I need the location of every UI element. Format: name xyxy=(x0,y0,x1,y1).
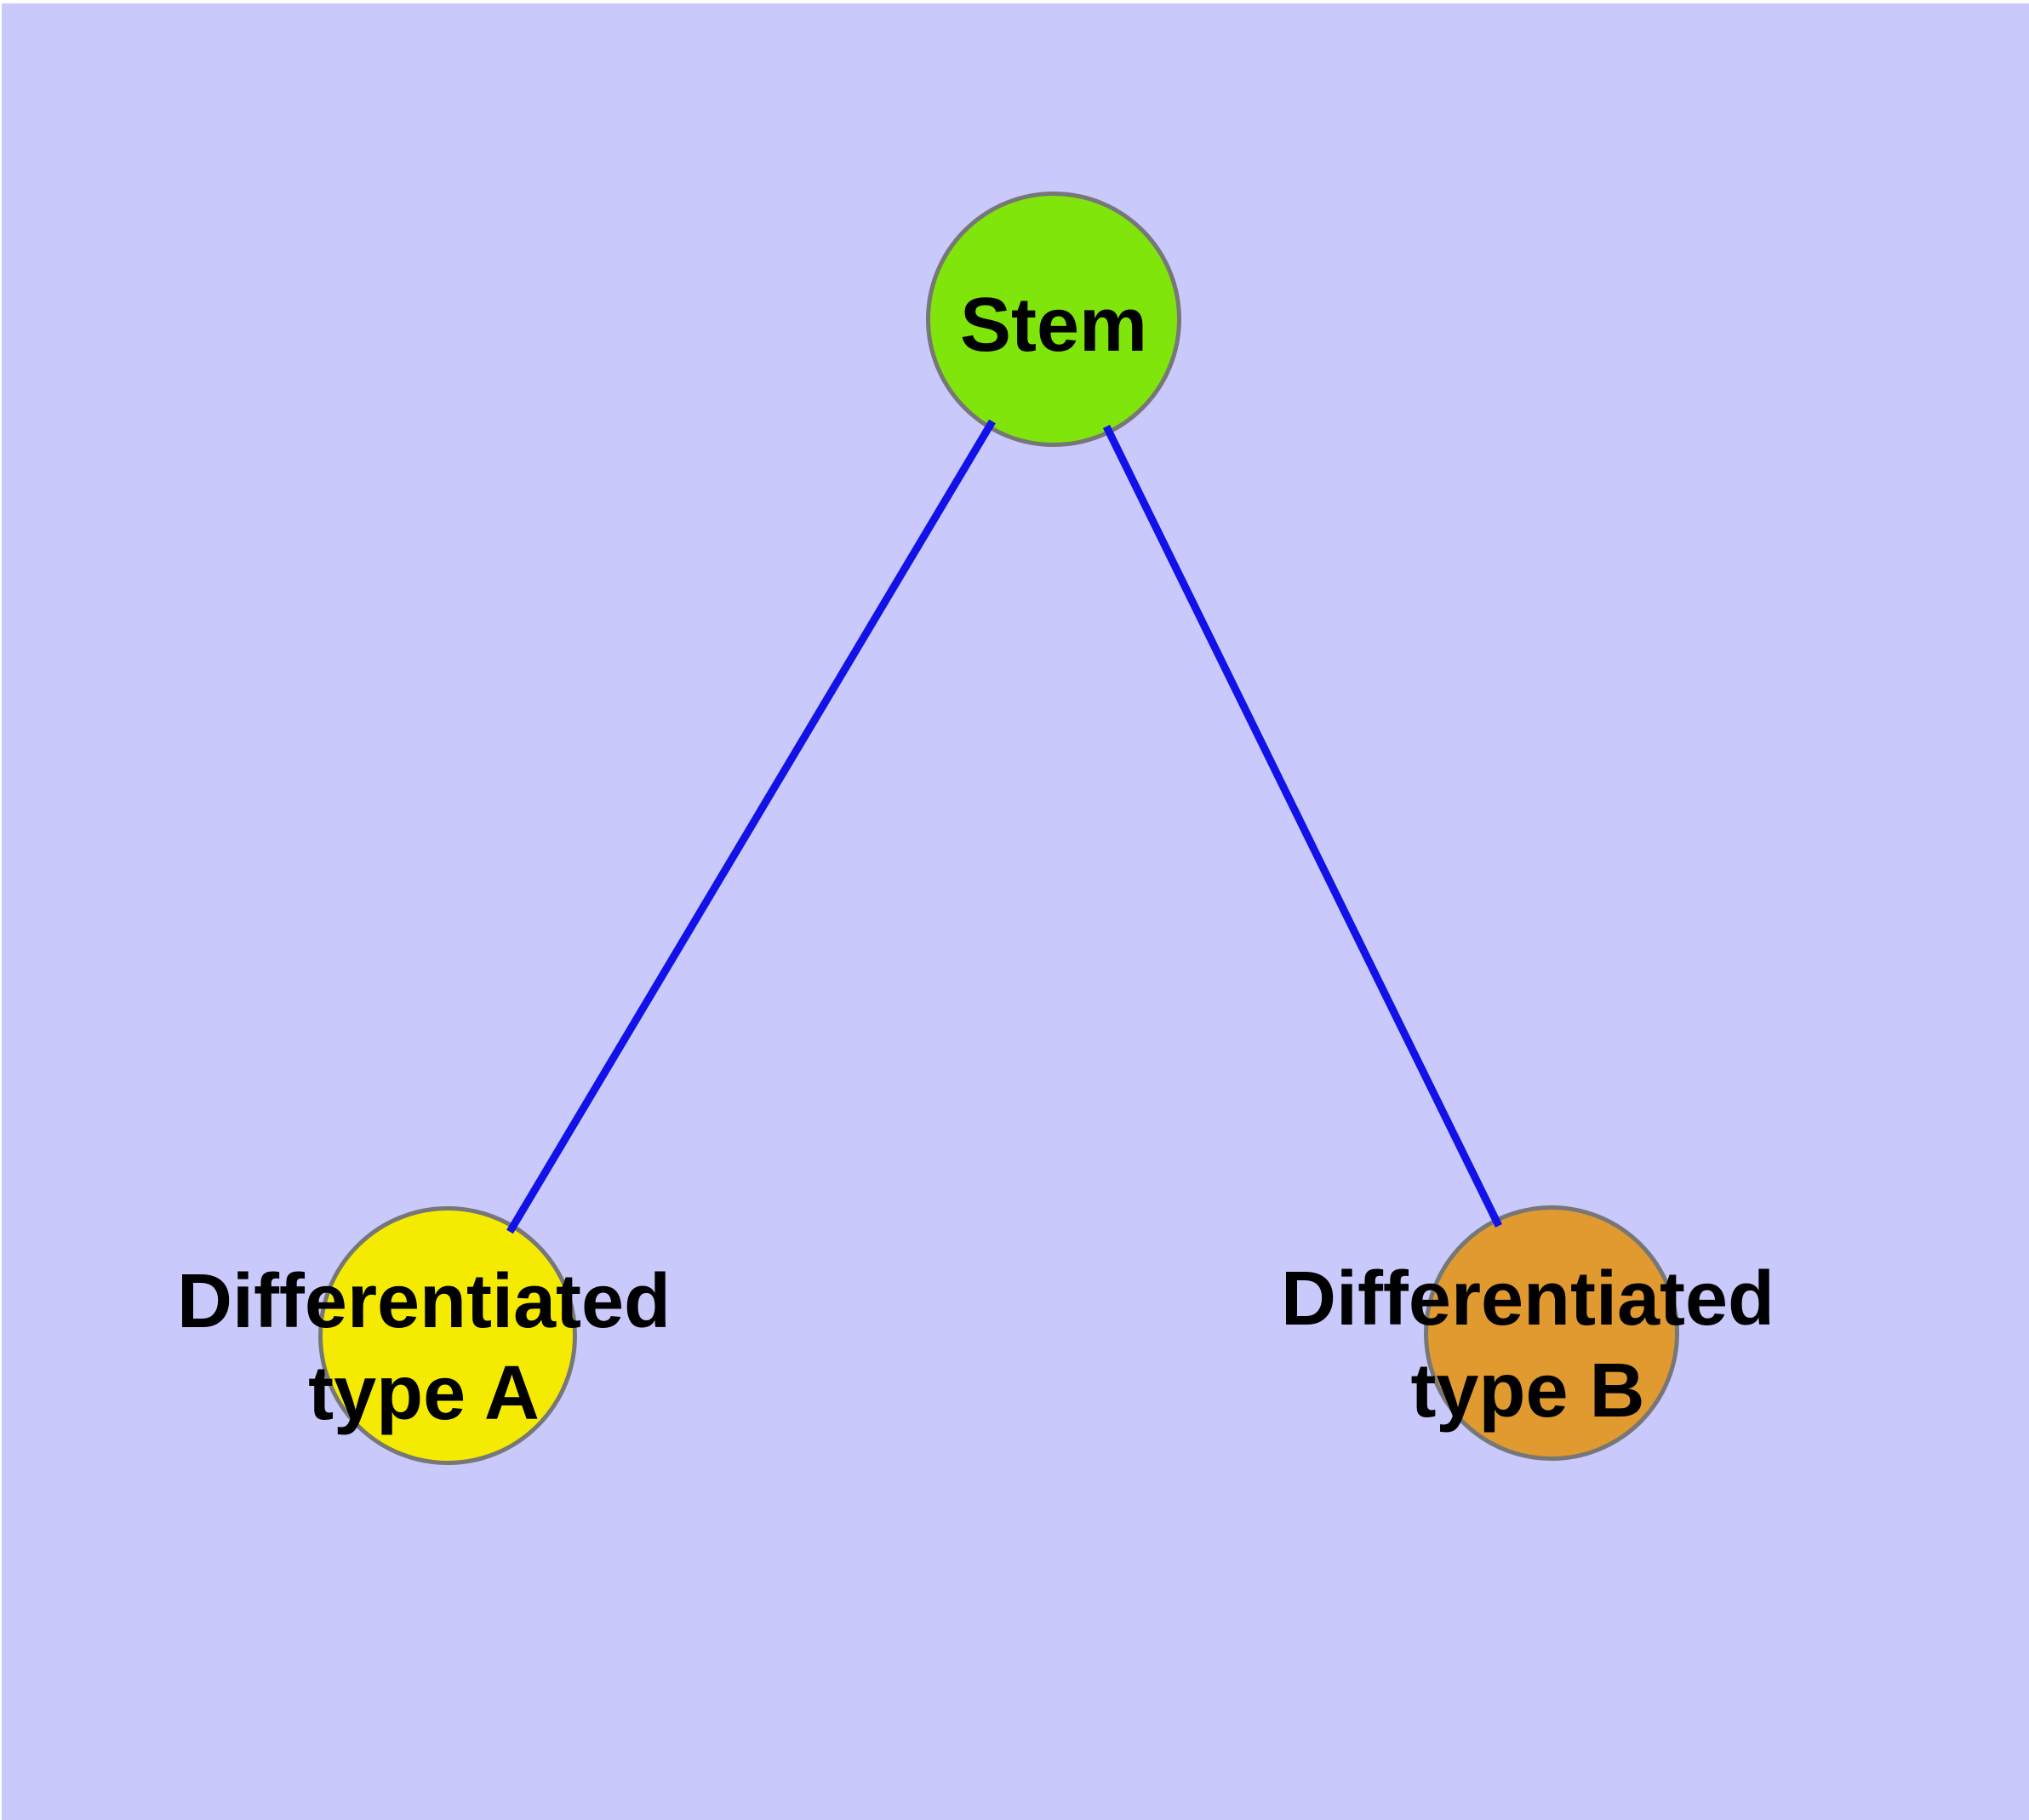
node-stem xyxy=(926,192,1181,447)
node-differentiated-type-b xyxy=(1424,1205,1679,1461)
edge-stem-to-type-a xyxy=(506,419,996,1234)
node-differentiated-type-a xyxy=(318,1206,577,1465)
edge-stem-to-type-b xyxy=(1102,425,1503,1228)
